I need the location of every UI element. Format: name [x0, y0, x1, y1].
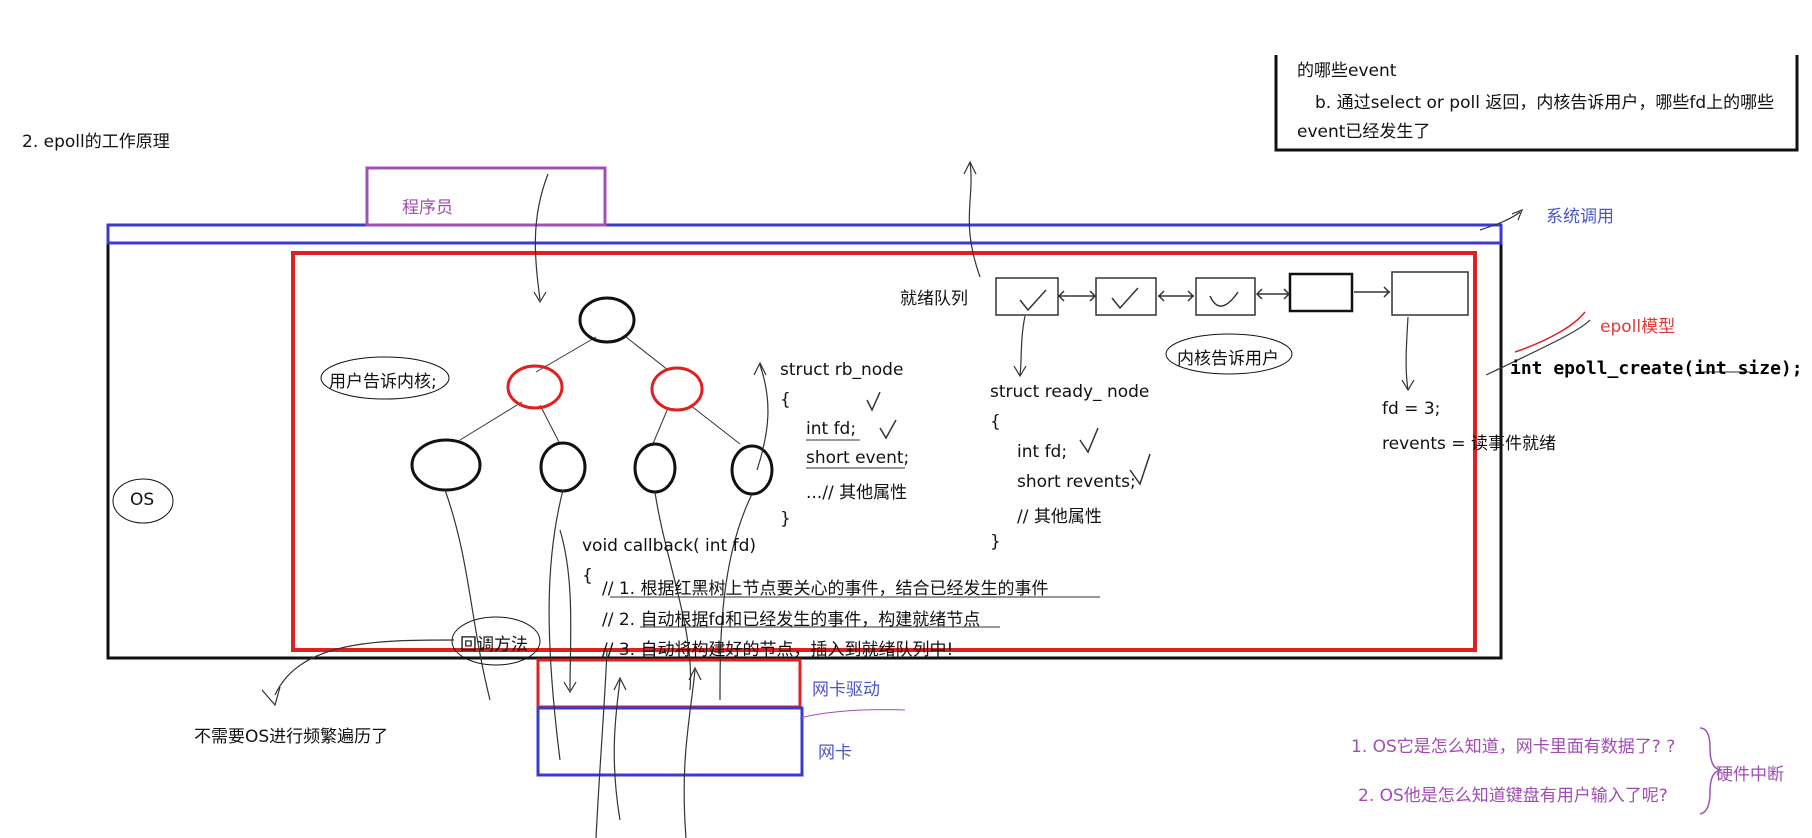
epoll-model-arrow — [1514, 311, 1586, 353]
nic-driver-underline — [799, 709, 906, 719]
ready-node-line4: short revents; — [1017, 472, 1136, 492]
rb-node-line2: { — [780, 390, 791, 410]
top-note-line3: event已经发生了 — [1297, 122, 1431, 142]
rb-node-line5: ...// 其他属性 — [806, 483, 908, 503]
hw-interrupt-label: 硬件中断 — [1716, 765, 1784, 785]
section-heading: 2. epoll的工作原理 — [22, 132, 170, 152]
nic-driver-label: 网卡驱动 — [812, 680, 880, 700]
rb-leaf-3 — [633, 442, 677, 494]
syscall-label: 系统调用 — [1546, 207, 1614, 227]
programmer-label: 程序员 — [402, 198, 453, 218]
rb-leaf-4 — [730, 444, 774, 496]
ready-queue-nodes — [995, 271, 1469, 316]
rb-leaf-1 — [410, 438, 482, 492]
hand-arrows — [261, 160, 1591, 838]
rb-node-line6: } — [780, 509, 791, 529]
callback-method-ring — [451, 616, 541, 666]
callback-line4: // 2. 自动根据fd和已经发生的事件，构建就绪节点 — [602, 610, 981, 630]
ready-node-line5: // 其他属性 — [1017, 507, 1102, 527]
nic-label: 网卡 — [818, 743, 852, 763]
rb-red-node-right — [650, 366, 704, 412]
callback-line5: // 3. 自动将构建好的节点，插入到就绪队列中! — [602, 640, 954, 660]
callback-line1: void callback( int fd) — [582, 536, 757, 556]
fd-info-line1: fd = 3; — [1382, 399, 1441, 419]
rb-node-line4: short event; — [806, 448, 910, 468]
question-2: 2. OS他是怎么知道键盘有用户输入了呢? — [1358, 786, 1668, 806]
underlines — [610, 371, 1750, 628]
check-marks — [866, 287, 1239, 486]
nic-driver-box — [536, 658, 802, 709]
question-1: 1. OS它是怎么知道，网卡里面有数据了? ? — [1351, 737, 1676, 757]
kernel-tells-user-ring — [1165, 333, 1293, 375]
rb-root-node — [578, 296, 636, 344]
ready-node-line3: int fd; — [1017, 442, 1068, 462]
ready-queue-label: 就绪队列 — [900, 289, 968, 309]
nic-box — [536, 706, 804, 777]
epoll-model-box — [291, 251, 1477, 652]
ready-node-line1: struct ready_ node — [990, 382, 1150, 402]
epoll-create-signature: int epoll_create(int size); — [1510, 358, 1803, 379]
callback-line2: { — [582, 566, 593, 586]
user-tells-kernel-ring — [320, 356, 450, 400]
top-note-line1: 的哪些event — [1297, 61, 1397, 81]
os-label: OS — [130, 490, 155, 510]
rb-tree-edges — [459, 336, 741, 447]
top-note-line2: b. 通过select or poll 返回，内核告诉用户，哪些fd上的哪些 — [1315, 93, 1775, 113]
fd-info-line2: revents = 读事件就绪 — [1382, 434, 1556, 454]
user-tells-kernel-label: 用户告诉内核; — [329, 372, 437, 392]
ready-node-line6: } — [990, 532, 1001, 552]
ready-queue-links — [1057, 286, 1391, 302]
callback-line3: // 1. 根据红黑树上节点要关心的事件，结合已经发生的事件 — [602, 579, 1049, 599]
kernel-tells-user-label: 内核告诉用户 — [1177, 349, 1279, 369]
os-ring — [112, 478, 174, 524]
rb-node-line3: int fd; — [806, 419, 857, 439]
syscall-bar — [106, 223, 1503, 245]
programmer-box — [365, 166, 607, 227]
rb-red-node-left — [506, 364, 564, 410]
rb-leaf-2 — [539, 441, 587, 493]
epoll-model-label: epoll模型 — [1600, 317, 1676, 337]
no-traverse-note: 不需要OS进行频繁遍历了 — [194, 727, 389, 747]
brace — [1699, 727, 1723, 815]
callback-method-label: 回调方法 — [460, 635, 528, 655]
ready-node-line2: { — [990, 412, 1001, 432]
rb-node-line1: struct rb_node — [780, 360, 904, 380]
top-note-box — [1274, 55, 1799, 152]
